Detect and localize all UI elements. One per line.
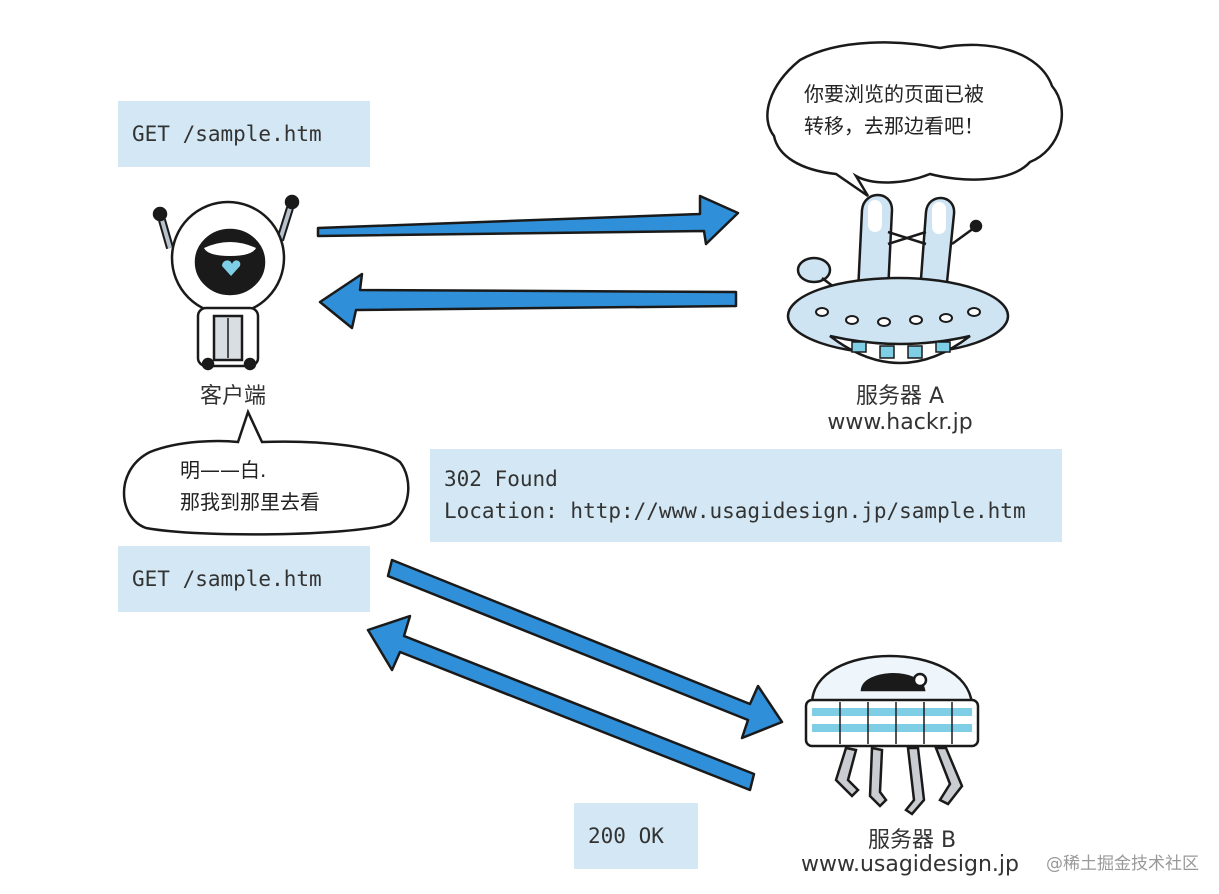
server-b-host: www.usagidesign.jp: [801, 852, 1019, 877]
speech-bubble-client: [122, 408, 410, 536]
arrow-response-redirect: [318, 272, 738, 330]
ok-status-text: 200 OK: [588, 824, 664, 848]
ok-response-box: 200 OK: [574, 803, 698, 869]
arrow-request-2: [386, 558, 784, 740]
server-a-host: www.hackr.jp: [827, 410, 973, 435]
server-b-label: 服务器 B: [867, 828, 957, 853]
client-robot-icon: [152, 194, 300, 371]
server-a-bubble-line-1: 你要浏览的页面已被: [804, 82, 984, 106]
client-label: 客户端: [199, 384, 266, 409]
request-1-text: GET /sample.htm: [132, 122, 322, 146]
speech-bubble-server-a: [766, 41, 1064, 198]
arrow-response-ok: [366, 614, 756, 792]
client-bubble-text: 明——白. 那我到那里去看: [180, 454, 320, 518]
redirect-status-text: 302 Found: [444, 467, 558, 491]
redirect-location-text: Location: http://www.usagidesign.jp/samp…: [444, 498, 1026, 523]
server-b-dome-icon: [804, 654, 980, 816]
client-bubble-line-2: 那我到那里去看: [180, 490, 320, 514]
request-1-box: GET /sample.htm: [118, 101, 370, 167]
server-a-label: 服务器 A: [855, 384, 945, 409]
server-a-ufo-icon: [786, 193, 1010, 365]
redirect-response-box: 302 Found Location: http://www.usagidesi…: [430, 449, 1062, 542]
request-2-box: GET /sample.htm: [118, 546, 370, 612]
server-a-bubble-line-2: 转移，去那边看吧！: [804, 114, 984, 138]
request-2-text: GET /sample.htm: [132, 567, 322, 591]
client-bubble-line-1: 明——白.: [180, 458, 267, 482]
watermark: @稀土掘金技术社区: [1046, 854, 1199, 874]
arrow-request-1: [316, 194, 740, 246]
server-a-bubble-text: 你要浏览的页面已被 转移，去那边看吧！: [804, 78, 984, 142]
